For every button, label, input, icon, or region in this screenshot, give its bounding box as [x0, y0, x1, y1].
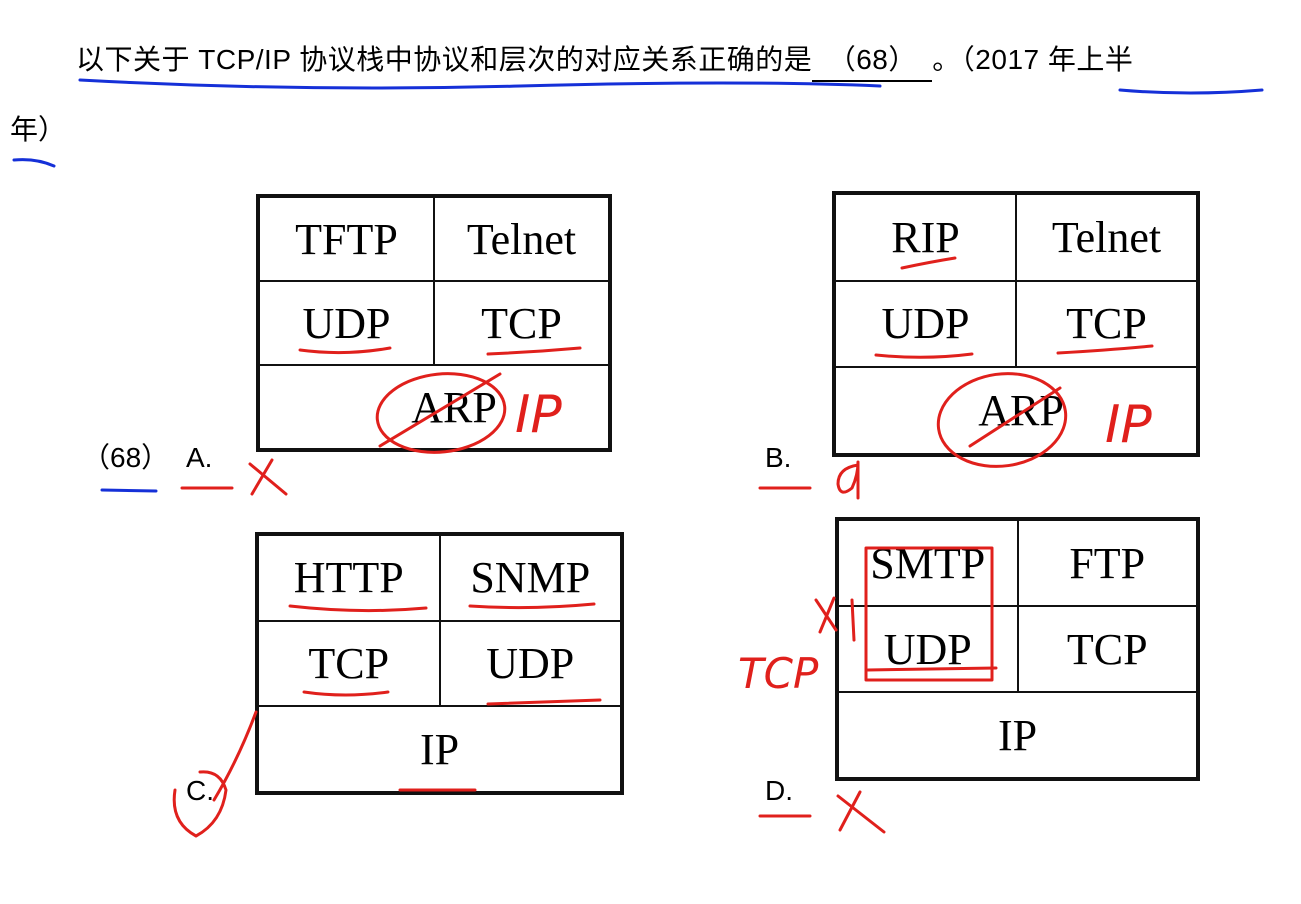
blue-underline-year — [1118, 88, 1264, 95]
question-number: （68） — [82, 442, 170, 473]
option-a-app-right: Telnet — [434, 197, 609, 281]
wrong-mark-b — [836, 460, 860, 500]
option-a-transport-right: TCP — [434, 281, 609, 365]
option-b-app-left: RIP — [835, 194, 1016, 281]
option-c-app-left: HTTP — [258, 535, 440, 621]
wrong-mark-d — [836, 790, 886, 834]
option-a-network: ARP — [259, 365, 609, 449]
blue-underline-year-end — [12, 158, 56, 168]
option-d-app-left: SMTP — [838, 520, 1018, 606]
question-prefix: 以下关于 TCP/IP 协议栈中协议和层次的对应关系正确的是 — [76, 44, 813, 75]
question-text: 以下关于 TCP/IP 协议栈中协议和层次的对应关系正确的是（68）。（2017… — [76, 40, 1133, 82]
hand-tcp-d: TCP — [738, 649, 819, 698]
option-d-app-right: FTP — [1017, 520, 1197, 606]
answer-blank: （68） — [812, 40, 933, 82]
option-b-app-right: Telnet — [1016, 194, 1197, 281]
question-suffix: 。（2017 年上半 — [932, 44, 1134, 75]
option-d-transport-left: UDP — [838, 606, 1018, 692]
option-b-label: B. — [765, 442, 792, 473]
option-c-network: IP — [258, 706, 621, 792]
wrong-mark-a — [248, 458, 288, 496]
option-c-transport-right: UDP — [439, 620, 621, 707]
option-b-transport-right: TCP — [1016, 280, 1197, 368]
option-d-transport-right: TCP — [1017, 606, 1197, 692]
option-a-transport-left: UDP — [259, 281, 434, 365]
option-d-label: D. — [765, 775, 793, 806]
option-a-stack: TFTP Telnet UDP TCP ARP — [256, 194, 612, 452]
option-a-app-left: TFTP — [259, 197, 434, 281]
option-a-label: A. — [186, 442, 213, 473]
option-c-stack: HTTP SNMP TCP UDP IP — [255, 532, 624, 795]
option-b-network: ARP — [835, 367, 1197, 454]
option-c-app-right: SNMP — [439, 535, 621, 621]
option-d-network: IP — [838, 692, 1197, 778]
option-d-stack: SMTP FTP UDP TCP IP — [835, 517, 1200, 781]
blue-underline-qnum — [100, 488, 158, 493]
option-b-stack: RIP Telnet UDP TCP ARP — [832, 191, 1200, 457]
option-c-transport-left: TCP — [258, 620, 440, 707]
option-b-transport-left: UDP — [835, 280, 1016, 368]
option-c-label: C. — [186, 775, 214, 806]
question-text-line2: 年） — [10, 114, 67, 145]
